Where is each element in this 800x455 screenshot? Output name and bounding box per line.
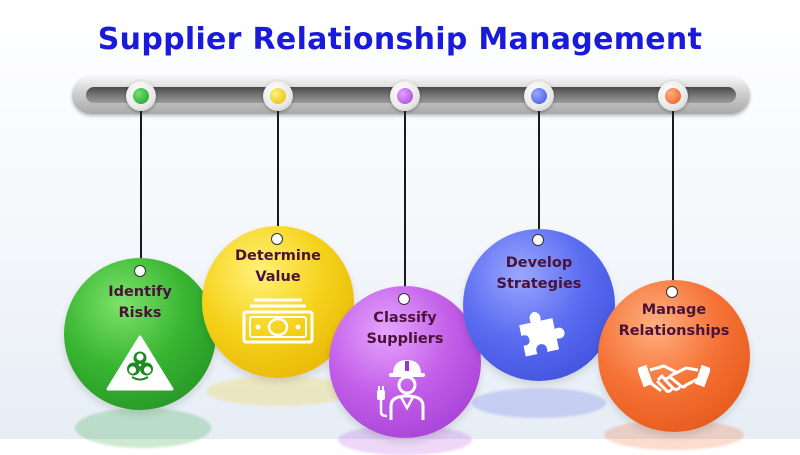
reflection-1 (75, 408, 211, 448)
step-determine-value: Determine Value (202, 226, 354, 378)
pin-dot-blue (531, 88, 547, 104)
ball-hook-5 (666, 286, 678, 298)
handshake-icon (636, 360, 712, 405)
hanging-string-3 (404, 111, 406, 291)
engineer-worker-icon (373, 356, 437, 427)
step-label: Develop Strategies (496, 255, 582, 292)
pin-dot-yellow (270, 88, 286, 104)
page-title: Supplier Relationship Management (97, 22, 703, 57)
rail-pin-2 (263, 81, 293, 111)
hanging-string-5 (672, 111, 674, 286)
step-classify-suppliers: Classify Suppliers (329, 286, 481, 438)
rail-pin-3 (390, 81, 420, 111)
ball-hook-3 (398, 293, 410, 305)
hanging-string-2 (277, 111, 279, 231)
step-label: Manage Relationships (618, 302, 730, 339)
step-label: Determine Value (234, 248, 322, 285)
banknote-icon (240, 296, 316, 351)
biohazard-warning-icon (105, 334, 175, 397)
rail-pin-1 (126, 81, 156, 111)
step-manage-relationships: Manage Relationships (598, 280, 750, 432)
hanging-string-1 (140, 111, 142, 261)
ball-hook-1 (134, 265, 146, 277)
ball-hook-4 (532, 234, 544, 246)
rail-pin-5 (658, 81, 688, 111)
pin-dot-green (133, 88, 149, 104)
puzzle-piece-icon (513, 305, 567, 364)
step-develop-strategies: Develop Strategies (463, 229, 615, 381)
reflection-4 (472, 388, 606, 418)
hanging-string-4 (538, 111, 540, 233)
pin-dot-purple (397, 88, 413, 104)
step-label: Identify Risks (108, 284, 172, 321)
pin-dot-orange (665, 88, 681, 104)
step-identify-risks: Identify Risks (64, 258, 216, 410)
step-label: Classify Suppliers (366, 310, 444, 347)
ball-hook-2 (271, 233, 283, 245)
reflection-2 (206, 376, 352, 406)
rail-pin-4 (524, 81, 554, 111)
